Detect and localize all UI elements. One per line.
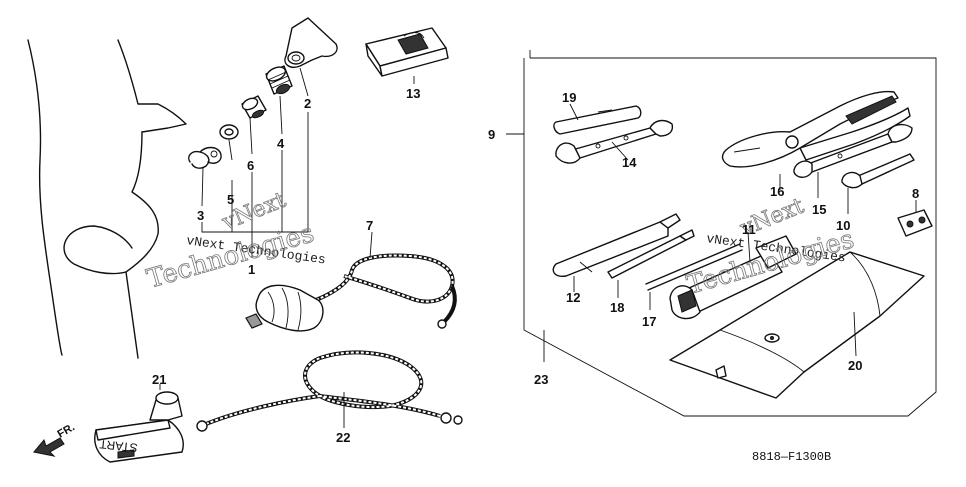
callout-11: 11	[742, 222, 756, 237]
callout-14: 14	[622, 155, 637, 170]
part-19-bar	[553, 103, 642, 135]
callout-3: 3	[197, 208, 204, 223]
part-15-wrench	[793, 123, 913, 198]
start-grip-text: START	[98, 437, 138, 455]
callout-18: 18	[610, 300, 624, 315]
callout-13: 13	[406, 86, 420, 101]
callout-15: 15	[812, 202, 826, 217]
direction-arrow: FR.	[33, 421, 77, 457]
part-17-pin	[645, 243, 743, 310]
part-6-bushing	[241, 95, 267, 119]
callout-1: 1	[248, 262, 255, 277]
part-16-pliers	[721, 90, 911, 190]
callout-16: 16	[770, 184, 784, 199]
callout-22: 22	[336, 430, 350, 445]
callout-8: 8	[912, 186, 919, 201]
part-13-level-tool	[365, 27, 449, 84]
callout-19: 19	[562, 90, 576, 105]
part-12-screwdriver	[552, 213, 681, 292]
part-4-threaded-cap	[265, 65, 293, 95]
part-14-wrench	[555, 119, 674, 164]
callout-6: 6	[247, 158, 254, 173]
callout-20: 20	[848, 358, 862, 373]
callout-5: 5	[227, 192, 234, 207]
direction-label: FR.	[56, 421, 77, 440]
tool-kit-outline	[506, 50, 937, 417]
part-7-handle-rope	[245, 231, 457, 332]
part-22-rope-coil	[196, 350, 463, 432]
callout-17: 17	[642, 314, 656, 329]
part-code: 8818—F1300B	[752, 450, 831, 464]
callout-12: 12	[566, 290, 580, 305]
callout-2: 2	[304, 96, 311, 111]
callout-7: 7	[366, 218, 373, 233]
callout-21: 21	[152, 372, 166, 387]
part-18-bit	[607, 229, 695, 298]
leader-lines-left-group	[201, 67, 309, 258]
watermarks: vNext Technologies vNext Technologies vN…	[143, 187, 857, 301]
callout-4: 4	[277, 136, 285, 151]
callout-23: 23	[534, 372, 548, 387]
callout-10: 10	[836, 218, 850, 233]
part-3-clip	[188, 146, 222, 169]
part-5-washer	[219, 124, 239, 140]
part-21-start-grip	[94, 384, 184, 463]
callout-9: 9	[488, 127, 495, 142]
part-8-bracket	[897, 200, 933, 237]
part-10-wrench	[841, 153, 915, 214]
part-11-plug-wrench	[669, 231, 797, 320]
outboard-motor-body	[27, 39, 187, 359]
part-20-tool-bag	[669, 251, 925, 399]
part-2-plug-cap	[284, 17, 338, 68]
callouts: 1 2 3 4 5 6 7 8 9 10 11 12 13 14 15 16 1…	[152, 86, 919, 445]
